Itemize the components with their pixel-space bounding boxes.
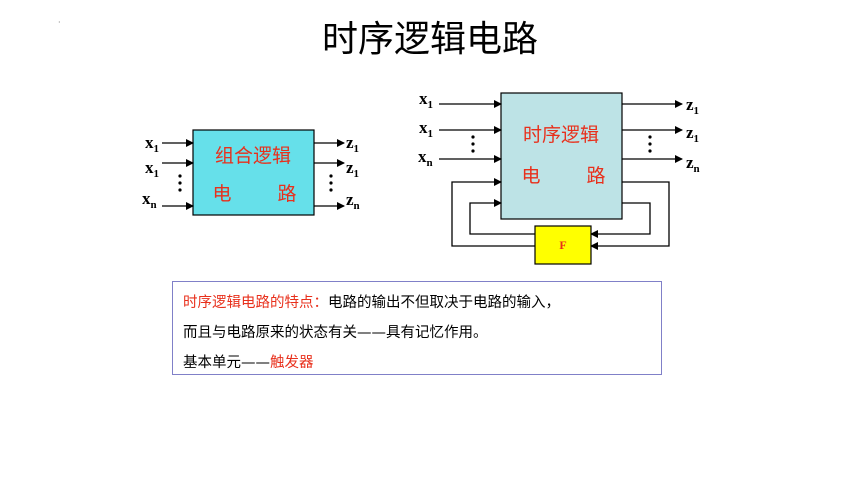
feedback-block-label: F: [559, 238, 566, 252]
combinational-box: [192, 129, 315, 216]
feedback-in-outer: [451, 178, 535, 247]
comb-output-ellipsis: [329, 174, 333, 192]
seq-output-ellipsis: [648, 135, 652, 153]
seq-input-label-1: x1: [419, 89, 433, 111]
corner-mark: ·: [58, 18, 61, 27]
note-line-1-text: 电路的输出不但取决于电路的输入，: [328, 295, 560, 311]
sequential-label-char1: 电: [521, 165, 540, 187]
combinational-label-line1: 组合逻辑: [215, 145, 291, 167]
feedback-out-outer: [590, 181, 670, 250]
comb-input-label-n: xn: [142, 189, 157, 211]
feedback-in-inner: [469, 199, 535, 235]
comb-output-label-1: z1: [346, 133, 359, 155]
seq-output-label-n: zn: [686, 153, 700, 175]
page-title: 时序逻辑电路: [321, 19, 538, 60]
seq-input-label-2: x1: [419, 118, 433, 140]
note-line-1: 时序逻辑电路的特点：电路的输出不但取决于电路的输入，: [183, 288, 661, 318]
comb-input-label-2: x1: [145, 158, 159, 180]
combinational-circuit: 组合逻辑 电 路 x1 x1 xn z1 z1 zn: [142, 129, 360, 216]
seq-input-ellipsis: [471, 135, 475, 153]
sequential-label-char2: 路: [586, 165, 605, 187]
sequential-label-line1: 时序逻辑: [523, 124, 599, 146]
note-heading: 时序逻辑电路的特点：: [183, 295, 328, 311]
seq-output-label-1: z1: [686, 95, 699, 117]
characteristics-note: 时序逻辑电路的特点：电路的输出不但取决于电路的输入， 而且与电路原来的状态有关—…: [172, 281, 662, 375]
comb-output-label-n: zn: [346, 190, 360, 212]
feedback-out-inner: [590, 202, 651, 238]
feedback-block: [534, 225, 592, 265]
sequential-circuit: 时序逻辑 电 路 F x1 x1 xn z1 z1 zn: [418, 89, 700, 265]
comb-output-label-2: z1: [346, 158, 359, 180]
comb-input-ellipsis: [178, 174, 182, 192]
seq-output-label-2: z1: [686, 123, 699, 145]
seq-input-label-n: xn: [418, 147, 433, 169]
note-flipflop: 触发器: [270, 355, 314, 371]
note-line-3: 基本单元——触发器: [183, 348, 661, 378]
combinational-label-char2: 路: [277, 183, 296, 205]
comb-input-label-1: x1: [145, 133, 159, 155]
note-line-3-text: 基本单元——: [183, 355, 270, 371]
sequential-box: [500, 92, 623, 220]
note-line-2: 而且与电路原来的状态有关——具有记忆作用。: [183, 325, 488, 341]
combinational-label-char1: 电: [212, 183, 231, 205]
